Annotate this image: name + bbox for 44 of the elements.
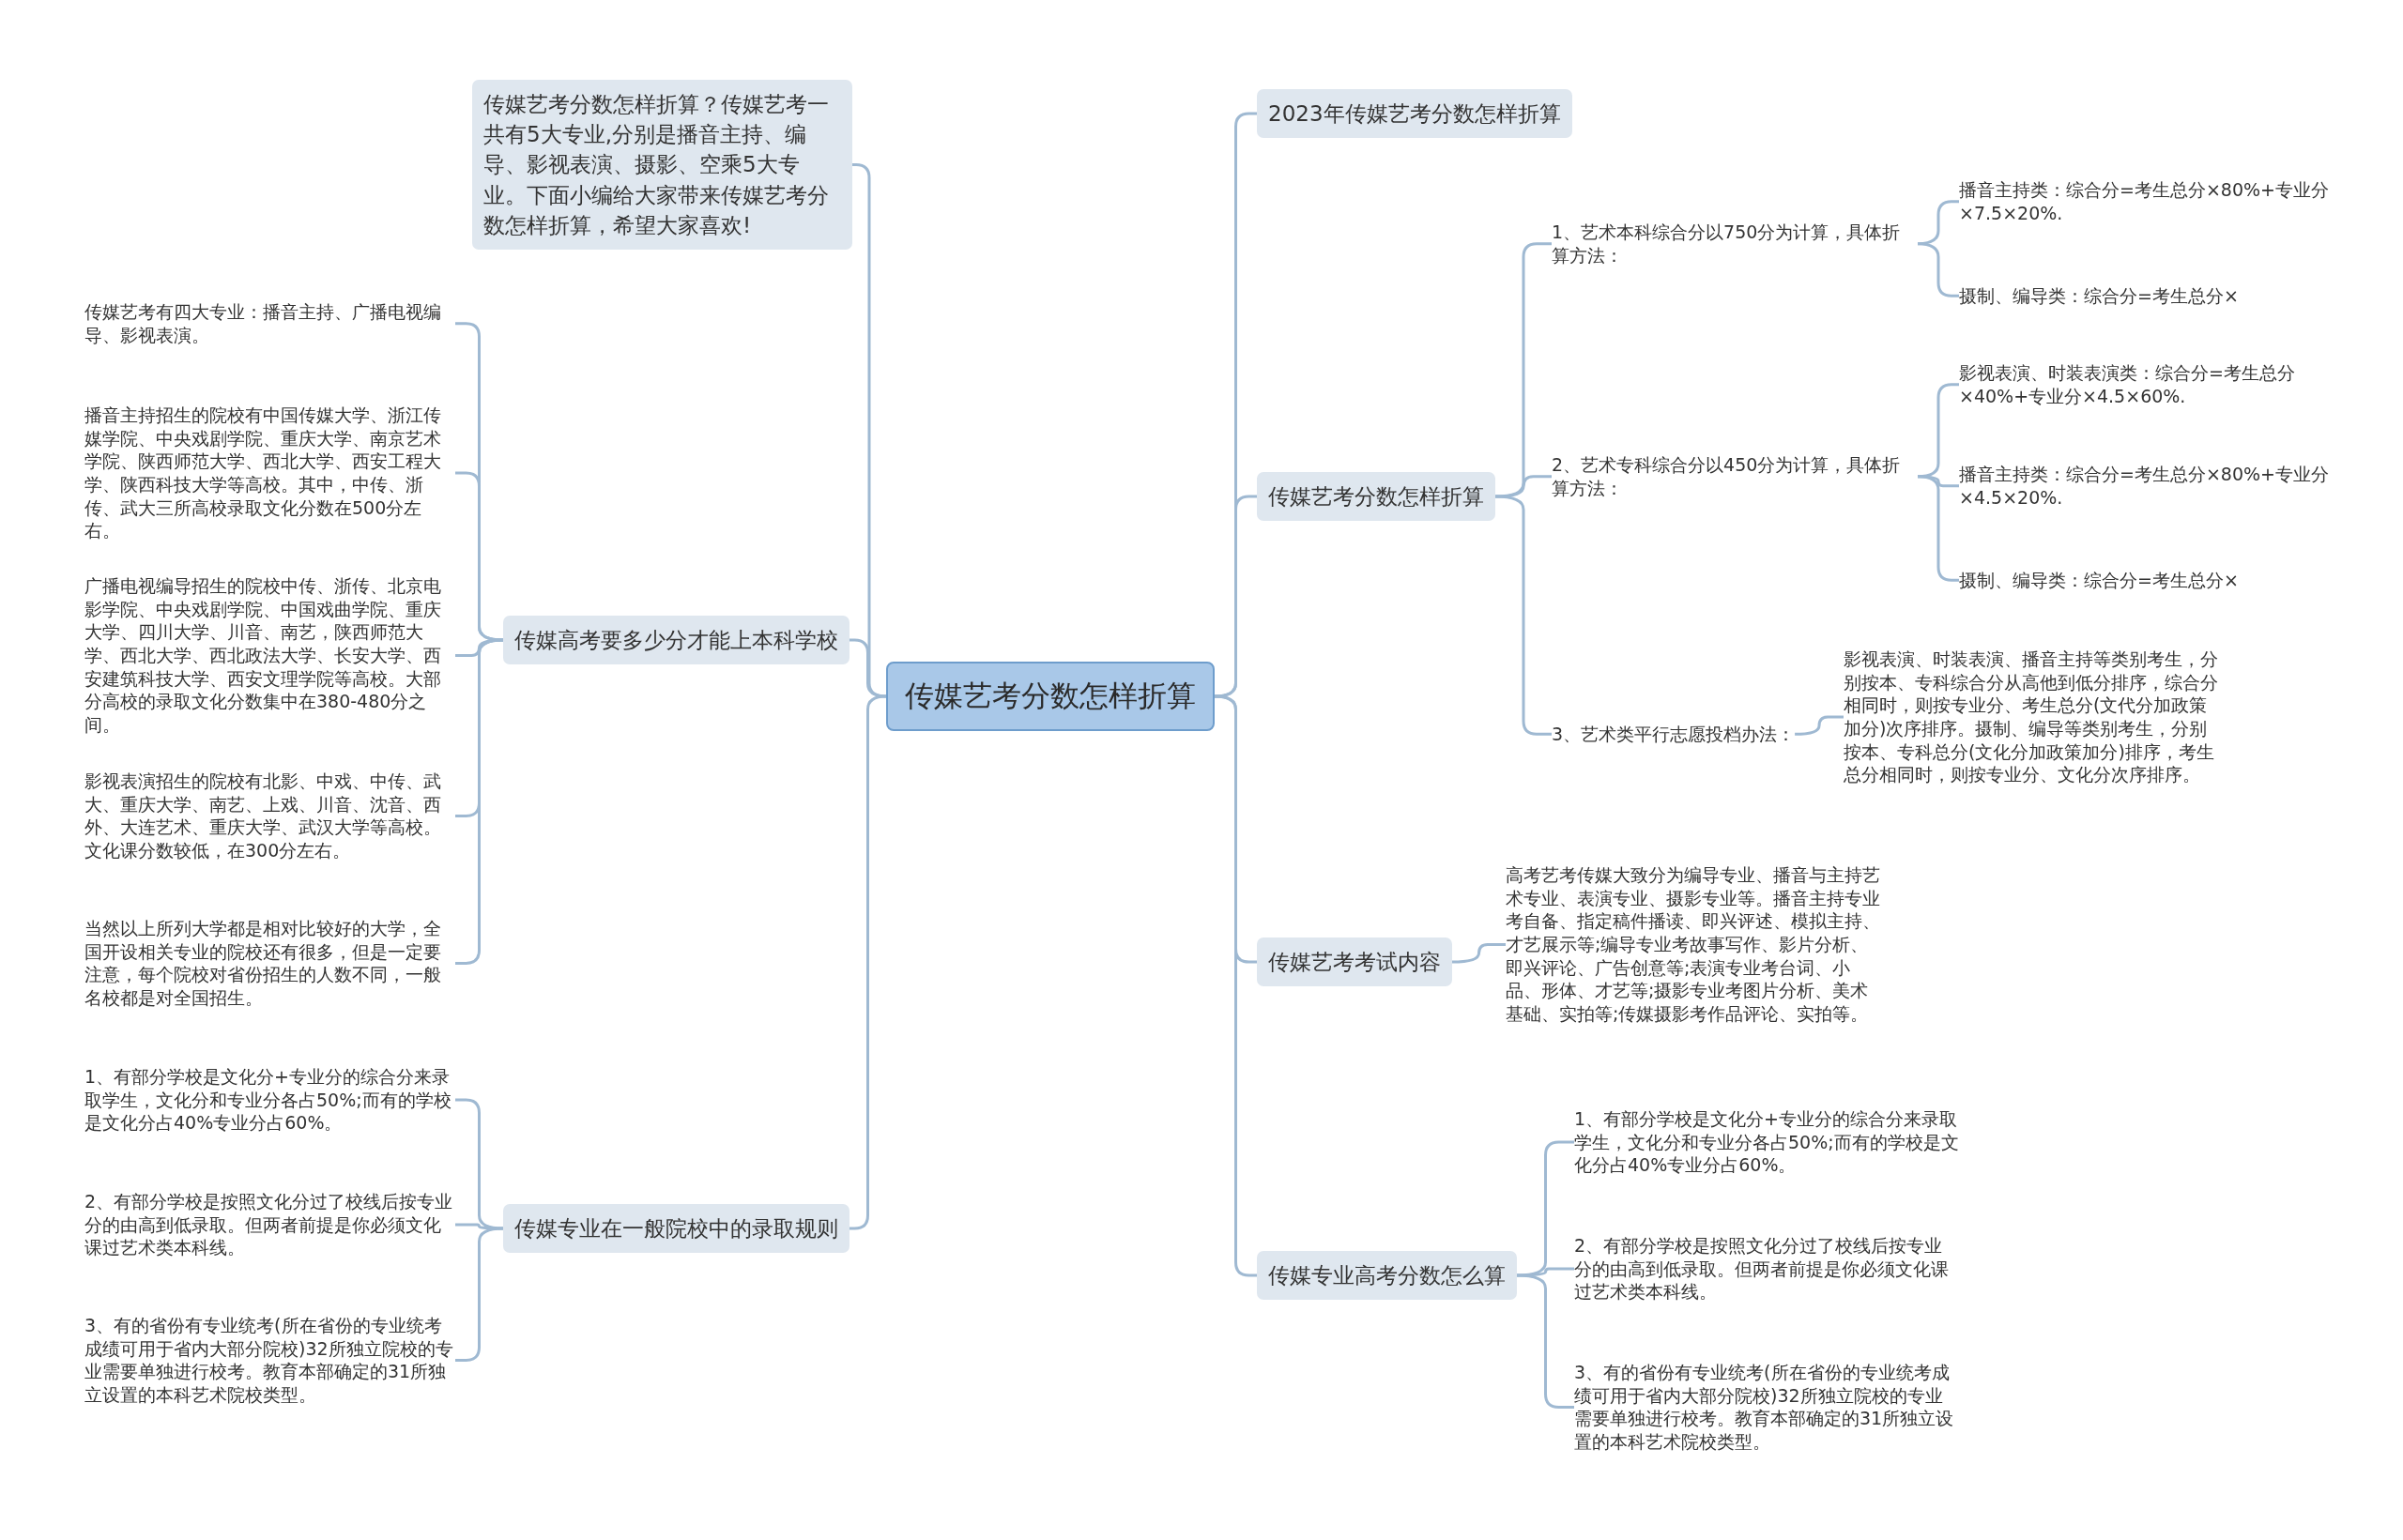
topic-text: 传媒艺考分数怎样折算？传媒艺考一共有5大专业,分别是播音主持、编导、影视表演、摄影、空乘5大专业。下面小编给大家带来传媒艺考分数怎样折算，希望大家喜欢! <box>483 92 829 237</box>
note-text: 广播电视编导招生的院校中传、浙传、北京电影学院、中央戏剧学院、中国戏曲学院、重庆大学、四川大学、川音、南艺，陕西师范大学、西北大学、西北政法大学、长安大学、西安建筑科技大学、西安文理学院等高校。大部分高校的录取文化分数集中在380-480分之间。 <box>84 574 455 737</box>
connector-line <box>1795 715 1844 736</box>
topic-box <box>503 1204 849 1254</box>
note-text: 1、艺术本科综合分以750分为计算，具体折算方法： <box>1552 221 1918 267</box>
topic-box <box>472 80 852 250</box>
note-text: 3、有的省份有专业统考(所在省份的专业统考成绩可用于省内大部分院校)32所独立院校的专业需要单独进行校考。教育本部确定的31所独立设置的本科艺术院校类型。 <box>84 1314 455 1407</box>
topic-box <box>1257 472 1495 522</box>
note-text: 影视表演、时装表演类：综合分=考生总分×40%+专业分×4.5×60%. <box>1959 361 2353 408</box>
note-text: 影视表演招生的院校有北影、中戏、中传、武大、重庆大学、南艺、上戏、川音、沈音、西外、大连艺术、重庆大学、武汉大学等高校。文化课分数较低，在300分左右。 <box>84 770 455 862</box>
note-text: 2、有部分学校是按照文化分过了校线后按专业分的由高到低录取。但两者前提是你必须文化课过艺术类本科线。 <box>84 1190 455 1260</box>
topic-text: 传媒高考要多少分才能上本科学校 <box>514 628 838 652</box>
note-text: 2、有部分学校是按照文化分过了校线后按专业分的由高到低录取。但两者前提是你必须文化课过艺术类本科线。 <box>1574 1234 1959 1304</box>
topic-box <box>1257 938 1452 987</box>
connector-line <box>849 638 887 698</box>
note-text: 播音主持类：综合分=考生总分×80%+专业分×4.5×20%. <box>1959 463 2353 510</box>
connector-line <box>1214 694 1257 1277</box>
note-text: 当然以上所列大学都是相对比较好的大学，全国开设相关专业的院校还有很多，但是一定要注意，每个院校对省份招生的人数不同，一般名校都是对全国招生。 <box>84 917 455 1010</box>
topic-box <box>1257 1251 1517 1301</box>
note-text: 传媒艺考有四大专业：播音主持、广播电视编导、影视表演。 <box>84 300 455 347</box>
note-text: 1、有部分学校是文化分+专业分的综合分来录取学生，文化分和专业分各占50%;而有的学校是文化分占40%专业分占60%。 <box>84 1065 455 1136</box>
topic-box <box>1257 89 1572 139</box>
topic-text: 传媒艺考分数怎样折算 <box>1268 484 1484 509</box>
topic-text: 传媒专业在一般院校中的录取规则 <box>514 1216 838 1241</box>
topic-text: 传媒艺考考试内容 <box>1268 950 1441 974</box>
note-text: 3、艺术类平行志愿投档办法： <box>1552 723 1796 746</box>
connector-line <box>455 638 504 965</box>
note-text: 影视表演、时装表演、播音主持等类别考生，分别按本、专科综合分从高他到低分排序，综合分相同时，则按专业分、考生总分(文代分加政策加分)次序排序。摄制、编导等类别考生，分别按本、专科总分(文化分加政策加分)排序，考生总分相同时，则按专业分、文化分次序排序。 <box>1844 648 2219 787</box>
topic-box <box>503 616 849 665</box>
note-text: 2、艺术专科综合分以450分为计算，具体折算方法： <box>1552 453 1918 500</box>
note-text: 摄制、编导类：综合分=考生总分× <box>1959 569 2353 592</box>
topic-text: 传媒专业高考分数怎么算 <box>1268 1263 1506 1288</box>
note-text: 播音主持招生的院校有中国传媒大学、浙江传媒学院、中央戏剧学院、重庆大学、南京艺术学院、陕西师范大学、西北大学、西安工程大学、陕西科技大学等高校。其中，中传、浙传、武大三所高校录取文化分数在500分左右。 <box>84 404 455 543</box>
topic-text: 传媒艺考分数怎样折算 <box>905 679 1196 712</box>
connector-line <box>1451 942 1506 964</box>
note-text: 高考艺考传媒大致分为编导专业、播音与主持艺术专业、表演专业、摄影专业等。播音主持专业考自备、指定稿件播读、即兴评述、模拟主持、才艺展示等;编导专业考故事写作、影片分析、即兴评论、广告创意等;表演专业考台词、小品、形体、才艺等;摄影专业考图片分析、美术基础、实拍等;传媒摄影考作品评论、实拍等。 <box>1506 863 1881 1026</box>
note-text: 播音主持类：综合分=考生总分×80%+专业分×7.5×20%. <box>1959 178 2353 225</box>
topic-text: 2023年传媒艺考分数怎样折算 <box>1268 101 1561 126</box>
note-text: 3、有的省份有专业统考(所在省份的专业统考成绩可用于省内大部分院校)32所独立院校的专业需要单独进行校考。教育本部确定的31所独立设置的本科艺术院校类型。 <box>1574 1361 1959 1454</box>
central-topic-box <box>886 662 1215 731</box>
connector-line <box>1214 495 1257 698</box>
note-text: 摄制、编导类：综合分=考生总分× <box>1959 284 2353 308</box>
connector-line <box>1917 475 1959 582</box>
note-text: 1、有部分学校是文化分+专业分的综合分来录取学生，文化分和专业分各占50%;而有的学校是文化分占40%专业分占60%。 <box>1574 1107 1959 1178</box>
